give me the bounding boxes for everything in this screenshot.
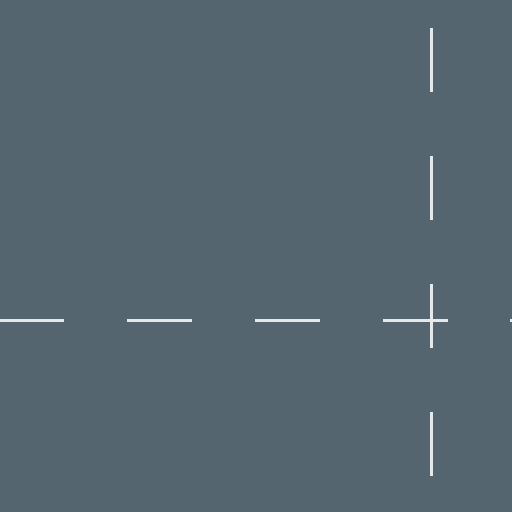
guide-overlay bbox=[0, 28, 512, 476]
